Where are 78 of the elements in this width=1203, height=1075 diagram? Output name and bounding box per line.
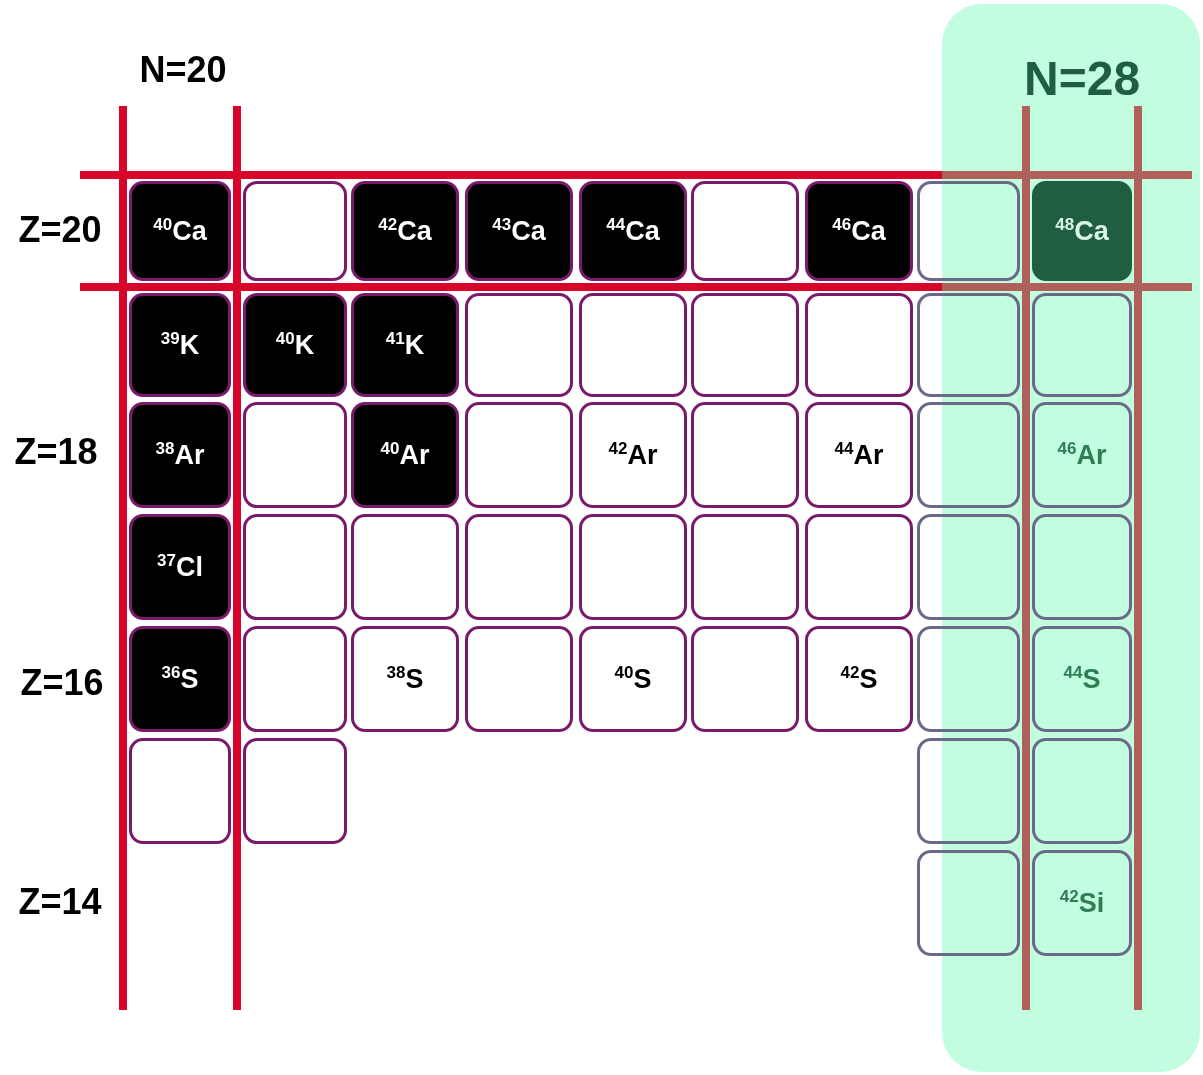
nuclide-cell: [465, 293, 573, 397]
nuclide-label: $^{46}$Ca: [832, 215, 886, 247]
nuclide-cell: [129, 293, 231, 397]
nuclide-cell: [243, 402, 347, 508]
nuclide-cell: [691, 626, 799, 732]
proton-number-label: Z=14: [18, 881, 102, 923]
nuclide-cell: [1032, 738, 1132, 844]
nuclide-cell: [1032, 181, 1132, 281]
nuclide-cell: [351, 181, 459, 281]
nuclide-cell: [465, 402, 573, 508]
nuclide-label: $^{38}$S: [386, 663, 424, 695]
nuclide-cell: [351, 514, 459, 620]
nuclide-cell: [243, 293, 347, 397]
nuclide-label: $^{48}$Ca: [1055, 215, 1109, 247]
nuclide-cell: [805, 181, 913, 281]
nuclide-cell: [129, 402, 231, 508]
nuclide-label: $^{40}$Ca: [153, 215, 207, 247]
nuclide-label: $^{42}$Ar: [608, 439, 658, 471]
nuclide-cell: [917, 738, 1020, 844]
nuclide-cell: [805, 293, 913, 397]
nuclide-cell: [129, 514, 231, 620]
nuclide-label: $^{41}$K: [385, 329, 425, 361]
nuclide-cell: [129, 738, 231, 844]
nuclide-label: $^{37}$Cl: [157, 551, 203, 583]
nuclide-cell: [917, 181, 1020, 281]
nuclide-cell: [805, 626, 913, 732]
nuclide-cell: [351, 402, 459, 508]
nuclide-cell: [129, 181, 231, 281]
nuclide-cell: [579, 181, 687, 281]
nuclide-cell: [691, 514, 799, 620]
nuclide-label: $^{36}$S: [161, 663, 199, 695]
nuclide-label: $^{40}$Ar: [380, 439, 430, 471]
nuclide-cell: [917, 514, 1020, 620]
nuclide-cell: [129, 626, 231, 732]
nuclide-cell: [917, 402, 1020, 508]
nuclide-cell: [465, 181, 573, 281]
nuclide-cell: [579, 402, 687, 508]
nuclide-cell: [243, 514, 347, 620]
nuclide-label: $^{38}$Ar: [155, 439, 205, 471]
nuclide-cell: [351, 293, 459, 397]
nuclide-cell: [917, 626, 1020, 732]
neutron-number-label: N=20: [139, 49, 227, 91]
nuclide-cell: [465, 626, 573, 732]
nuclide-label: $^{43}$Ca: [492, 215, 546, 247]
nuclide-label: $^{39}$K: [160, 329, 200, 361]
nuclide-cell: [1032, 626, 1132, 732]
nuclide-cell: [691, 181, 799, 281]
nuclide-label: $^{40}$S: [614, 663, 652, 695]
nuclide-cell: [691, 293, 799, 397]
nuclide-label: $^{44}$S: [1063, 663, 1101, 695]
nuclide-label: $^{44}$Ca: [606, 215, 660, 247]
nuclide-label: $^{42}$S: [840, 663, 878, 695]
nuclide-cell: [579, 514, 687, 620]
nuclide-cell: [351, 626, 459, 732]
nuclide-cell: [1032, 514, 1132, 620]
nuclide-cell: [691, 402, 799, 508]
nuclide-cell: [465, 514, 573, 620]
nuclide-cell: [805, 514, 913, 620]
nuclide-cell: [1032, 402, 1132, 508]
proton-number-label: Z=16: [20, 662, 104, 704]
proton-number-label: Z=20: [18, 209, 102, 251]
nuclide-label: $^{42}$Ca: [378, 215, 432, 247]
nuclide-cell: [917, 293, 1020, 397]
nuclide-label: $^{46}$Ar: [1057, 439, 1107, 471]
nuclide-label: $^{40}$K: [275, 329, 315, 361]
proton-number-label: Z=18: [14, 431, 98, 473]
nuclide-cell: [243, 181, 347, 281]
nuclide-label: $^{42}$Si: [1059, 887, 1105, 919]
nuclide-cell: [579, 293, 687, 397]
nuclide-cell: [243, 738, 347, 844]
nuclide-cell: [579, 626, 687, 732]
neutron-number-label: N=28: [1024, 50, 1141, 106]
nuclide-cell: [917, 850, 1020, 956]
nuclide-cell: [1032, 293, 1132, 397]
nuclide-cell: [1032, 850, 1132, 956]
nuclide-cell: [805, 402, 913, 508]
nuclide-cell: [243, 626, 347, 732]
nuclide-label: $^{44}$Ar: [834, 439, 884, 471]
